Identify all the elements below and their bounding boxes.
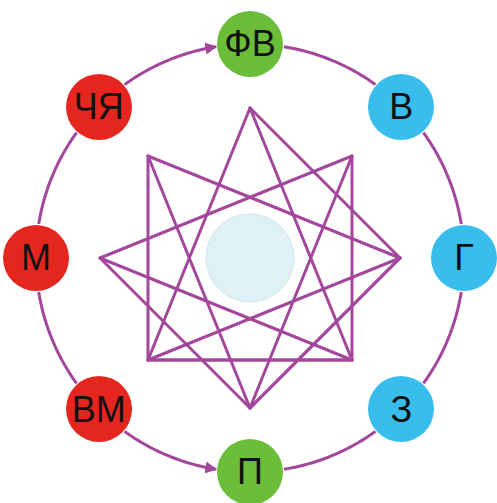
node-label: ФВ xyxy=(224,24,275,64)
ring-circle: З xyxy=(368,376,434,442)
center-circle xyxy=(206,214,294,302)
node-label: В xyxy=(389,87,413,127)
star-line xyxy=(147,156,150,360)
circle-fill xyxy=(217,11,283,77)
ring-connector xyxy=(423,292,461,384)
circle-fill xyxy=(368,74,434,140)
node-label: ВМ xyxy=(72,390,126,430)
ring-circle: П xyxy=(217,439,283,503)
ring-circle: М xyxy=(3,225,69,291)
ring-connector xyxy=(39,133,77,225)
ring-connector xyxy=(423,133,461,225)
ring-connector xyxy=(284,431,376,469)
node-label: М xyxy=(21,238,51,278)
ring-circle: ВМ xyxy=(66,376,132,442)
star-line xyxy=(148,359,352,362)
ring-connector xyxy=(125,47,217,85)
ring-circle: Г xyxy=(431,225,497,291)
ring-circle: ЧЯ xyxy=(66,74,132,140)
circle-fill xyxy=(368,376,434,442)
node-label: Г xyxy=(454,238,474,278)
ring-circle: В xyxy=(368,74,434,140)
ring-connector xyxy=(39,292,77,384)
star-line xyxy=(351,156,354,360)
ring-connector xyxy=(284,47,376,85)
node-label: З xyxy=(390,390,412,430)
circle-fill xyxy=(3,225,69,291)
node-label: ЧЯ xyxy=(74,87,124,127)
circle-fill xyxy=(66,376,132,442)
circle-fill xyxy=(66,74,132,140)
ring-circle: ФВ xyxy=(217,11,283,77)
node-label: П xyxy=(237,452,263,492)
star-line xyxy=(148,359,352,362)
ring-connector xyxy=(125,431,217,469)
circle-fill xyxy=(217,439,283,503)
circle-fill xyxy=(431,225,497,291)
